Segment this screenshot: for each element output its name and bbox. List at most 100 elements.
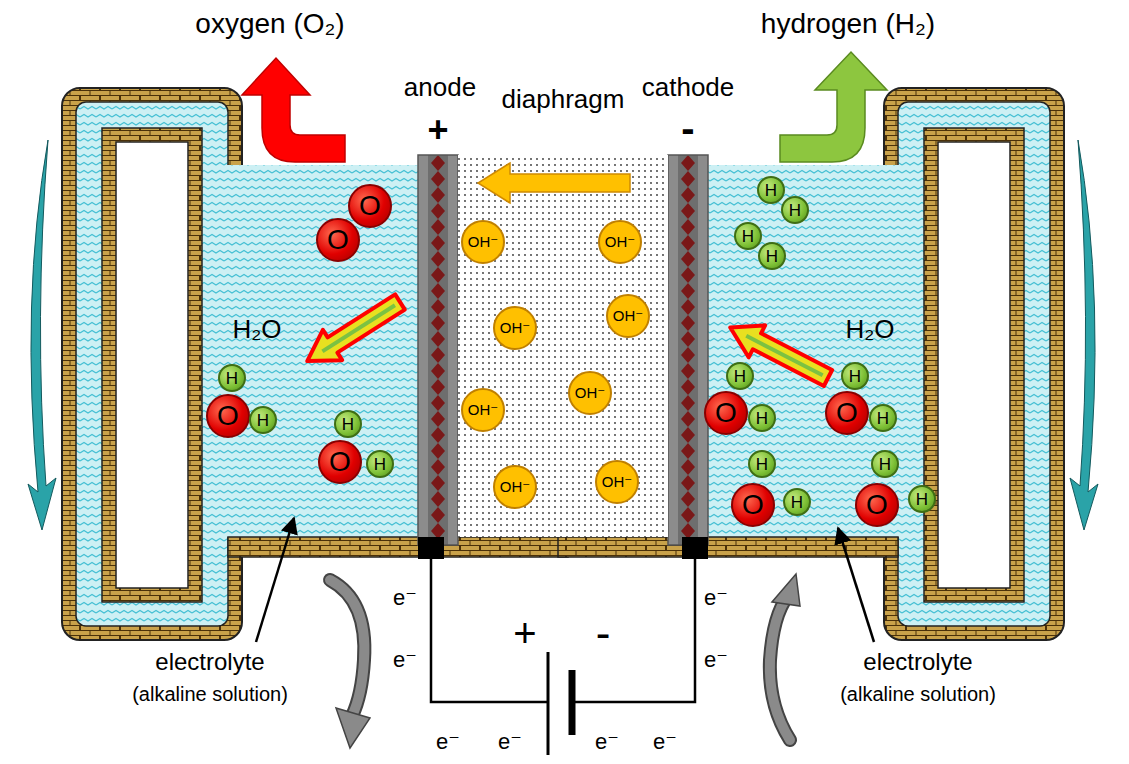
part-label: (alkaline solution) [840,683,996,706]
atom-symbol: O [327,226,349,254]
hydrogen-atom: H [748,404,776,432]
battery-plate-positive [547,652,550,755]
hydroxide-ion: OH⁻ [493,465,537,509]
atom-symbol: OH⁻ [602,473,632,490]
hydroxide-ion: OH⁻ [595,460,639,504]
atom-symbol: OH⁻ [500,319,530,336]
symbol-label: e⁻ [436,729,460,754]
symbol-label: e⁻ [393,585,417,610]
oxygen-atom: O [704,391,748,435]
atom-symbol: O [715,399,737,427]
leader-line [256,518,294,642]
atom-symbol: O [836,399,858,427]
atom-symbol: O [329,448,351,476]
hydrogen-atom: H [758,242,786,270]
atom-symbol: H [374,456,386,473]
atom-symbol: OH⁻ [613,307,643,324]
electrolyte-basin [204,165,418,537]
atom-symbol: H [877,410,889,427]
hydrogen-atom: H [841,362,869,390]
oxygen-arrow [242,58,345,162]
atom-symbol: O [742,491,764,519]
atom-symbol: H [226,370,238,387]
electron-flow-arrow-outline [330,580,364,716]
part-label: electrolyte [863,648,972,676]
water-flow-arrow [298,287,410,376]
atom-symbol: H [742,228,754,245]
oxygen-atom: O [206,394,250,438]
oxygen-atom: O [731,483,775,527]
inner-cavity [116,142,188,588]
part-label: (alkaline solution) [132,683,288,706]
hydrogen-atom: H [218,364,246,392]
part-label: diaphragm [502,85,625,115]
symbol-label: e⁻ [704,647,728,672]
wire [431,559,548,702]
atom-symbol: OH⁻ [605,233,635,250]
electron-flow-arrow [770,596,790,740]
hydroxide-ion: OH⁻ [598,220,642,264]
atom-symbol: H [734,368,746,385]
water-flow-arrow [722,312,836,394]
symbol-label: + [513,610,536,656]
hydrogen-atom: H [726,362,754,390]
part-label: H₂O [845,315,894,345]
hydroxide-ion: OH⁻ [461,220,505,264]
atom-symbol: H [791,494,803,511]
atom-symbol: OH⁻ [575,384,605,401]
oxygen-atom: O [855,483,899,527]
symbol-label: e⁻ [653,729,677,754]
hydrogen-atom: H [871,450,899,478]
hydrogen-atom: H [748,450,776,478]
symbol-label: - [681,105,694,151]
hydrogen-atom: H [334,410,362,438]
electron-flow-arrow [330,580,364,716]
hydrogen-atom: H [734,222,762,250]
arrow-body [298,287,410,376]
atom-symbol: OH⁻ [500,478,530,495]
symbol-label: e⁻ [704,585,728,610]
electron-flow-arrow-outline [770,596,790,740]
arrow-body [722,312,836,394]
atom-symbol: H [849,368,861,385]
symbol-label: e⁻ [595,729,619,754]
hydroxide-ion: OH⁻ [461,388,505,432]
arrow-core [322,305,395,351]
arrowhead [336,708,370,748]
hydroxide-ion: OH⁻ [606,294,650,338]
symbol-label: - [596,608,611,659]
oxygen-atom: O [318,440,362,484]
symbol-label: e⁻ [498,729,522,754]
oxygen-atom: O [348,184,392,228]
part-label: hydrogen (H₂) [761,8,935,40]
hydrogen-atom: H [869,404,897,432]
diaphragm-band: diaphragmOH⁻OH⁻OH⁻OH⁻OH⁻OH⁻OH⁻OH⁻ [458,155,668,537]
symbol-label: e⁻ [393,647,417,672]
atom-symbol: H [879,456,891,473]
hydroxide-ion: OH⁻ [493,306,537,350]
part-label: anode [404,73,476,103]
hydrogen-atom: H [757,176,785,204]
oxygen-atom: O [825,391,869,435]
hydrogen-atom: H [366,450,394,478]
atom-symbol: H [916,491,928,508]
wire [572,559,695,702]
part-label: cathode [642,73,735,103]
part-label: electrolyte [155,648,264,676]
arrowhead [772,574,800,606]
inner-wall [102,128,202,602]
atom-symbol: H [789,202,801,219]
hydrogen-atom: H [249,406,277,434]
circulation-arrow [28,140,56,530]
atom-symbol: O [866,491,888,519]
atom-symbol: OH⁻ [468,401,498,418]
hydrogen-atom: H [908,485,936,513]
atom-symbol: H [257,412,269,429]
atom-symbol: H [756,456,768,473]
hydrogen-atom: H [783,488,811,516]
atom-symbol: O [217,402,239,430]
diaphragm-membrane [458,155,668,537]
part-label: oxygen (O₂) [195,8,344,40]
bottom-wall [228,537,568,557]
